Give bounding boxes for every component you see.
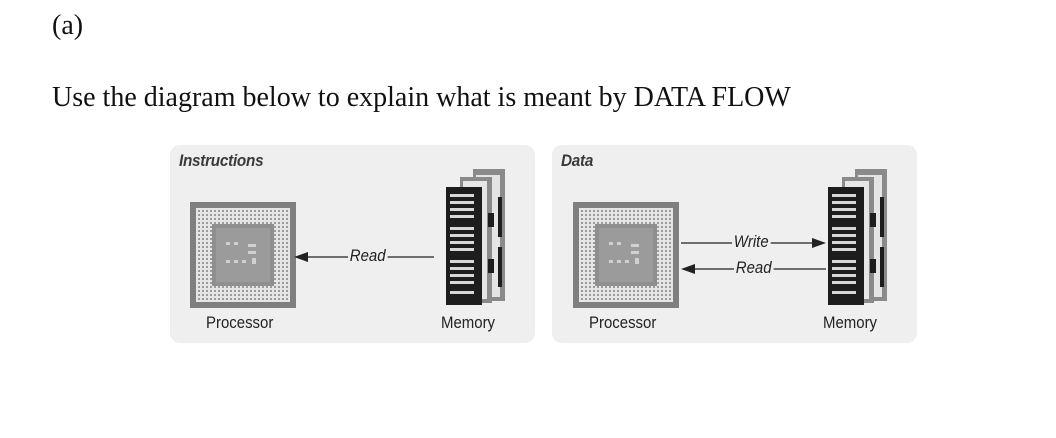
panel-title: Data	[561, 151, 594, 170]
memory-label: Memory	[823, 313, 878, 332]
processor-label: Processor	[206, 313, 274, 332]
memory-modules-icon	[446, 169, 505, 305]
processor-chip-icon	[573, 202, 679, 308]
read-flow-label: Read	[348, 246, 388, 266]
panel-title: Instructions	[179, 151, 264, 170]
question-prompt: Use the diagram below to explain what is…	[52, 82, 791, 113]
write-flow-label: Write	[732, 232, 771, 252]
instructions-panel: Instructions	[170, 145, 535, 343]
processor-label: Processor	[589, 313, 657, 332]
part-label: (a)	[52, 10, 84, 41]
memory-label: Memory	[441, 313, 496, 332]
data-panel: Data	[552, 145, 917, 343]
memory-modules-icon	[828, 169, 887, 305]
processor-chip-icon	[190, 202, 296, 308]
read-flow-label: Read	[734, 258, 774, 278]
